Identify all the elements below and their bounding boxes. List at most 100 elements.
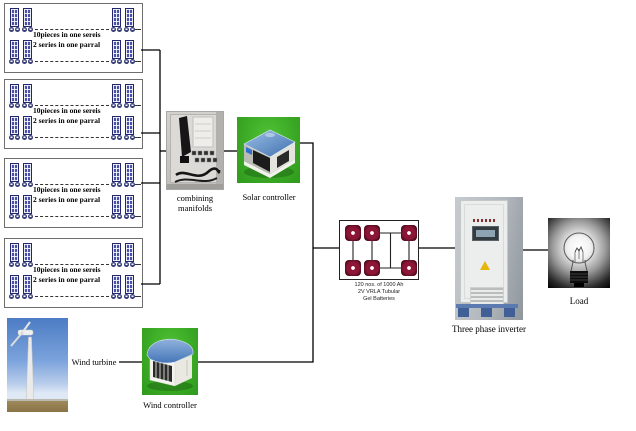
breaker-unit: [192, 116, 214, 148]
solar-panel-icon: [111, 116, 122, 140]
inverter-cabinet: [460, 200, 508, 306]
solar-controller-photo: [237, 117, 300, 183]
solar-panel-group: [111, 195, 135, 219]
inverter-display: [472, 226, 499, 241]
solar-panel-icon: [9, 195, 20, 219]
combiner-shadow: [167, 184, 223, 189]
solar-panel-group: [9, 275, 33, 299]
combiner-label: combining manifolds: [176, 193, 214, 213]
solar-panel-group: [9, 116, 33, 140]
dashed-connector: [135, 61, 141, 62]
dashed-connector: [135, 296, 141, 297]
solar-panel-icon: [124, 243, 135, 267]
solar-panel-icon: [124, 84, 135, 108]
solar-array-label-line2: 2 series in one parral: [33, 40, 101, 49]
solar-panel-icon: [111, 163, 122, 187]
wind-controller-vent: [153, 361, 172, 382]
solar-array-label-line2: 2 series in one parral: [33, 275, 101, 284]
dashed-connector: [35, 105, 109, 106]
solar-array-label: 10pieces in one sereis 2 series in one p…: [33, 185, 101, 205]
solar-array-label-line2: 2 series in one parral: [33, 195, 101, 204]
solar-array-label-line1: 10pieces in one sereis: [33, 30, 101, 39]
solar-panel-icon: [9, 163, 20, 187]
dashed-connector: [135, 105, 141, 106]
solar-panel-icon: [22, 195, 33, 219]
dashed-connector: [135, 216, 141, 217]
solar-panel-icon: [9, 116, 20, 140]
combining-manifolds-photo: [166, 111, 224, 190]
battery-spec-label: 120 nos. of 1000 Ah 2V VRLA Tubular Gel …: [354, 282, 404, 302]
load-label: Load: [569, 296, 589, 306]
three-phase-inverter-photo: [455, 197, 523, 320]
dashed-connector: [135, 264, 141, 265]
battery-icon: [345, 225, 361, 241]
solar-panel-icon: [9, 243, 20, 267]
wind-turbine-label: Wind turbine: [71, 357, 117, 367]
solar-panel-icon: [9, 40, 20, 64]
solar-panel-icon: [111, 275, 122, 299]
device-shadow: [147, 381, 193, 391]
pallet-leg: [504, 308, 515, 317]
solar-panel-icon: [111, 40, 122, 64]
dashed-connector: [35, 61, 109, 62]
wind-controller-label: Wind controller: [143, 400, 197, 410]
dashed-connector: [35, 216, 109, 217]
pallet-plank: [456, 304, 518, 308]
dashed-connector: [35, 264, 109, 265]
dashed-connector: [135, 29, 141, 30]
solar-panel-group: [111, 243, 135, 267]
solar-panel-icon: [9, 8, 20, 32]
solar-panel-icon: [22, 116, 33, 140]
array-branch-lines: [141, 49, 160, 285]
solar-panel-group: [111, 84, 135, 108]
solar-panel-group: [9, 243, 33, 267]
wind-controller-side: [175, 355, 192, 386]
solar-controller-label: Solar controller: [242, 192, 296, 202]
dashed-connector: [35, 137, 109, 138]
solar-panel-icon: [124, 40, 135, 64]
solar-panel-group: [111, 40, 135, 64]
cables: [175, 167, 221, 178]
inverter-indicators: [473, 219, 497, 222]
solar-panel-group: [9, 163, 33, 187]
solar-panel-group: [111, 163, 135, 187]
solar-array-box-1: 10pieces in one sereis 2 series in one p…: [4, 3, 143, 73]
solar-panel-icon: [22, 84, 33, 108]
isolator-handle: [179, 116, 191, 157]
solar-panel-icon: [124, 8, 135, 32]
solar-panel-group: [9, 84, 33, 108]
dashed-connector: [35, 296, 109, 297]
inverter-label: Three phase inverter: [452, 324, 526, 334]
solar-array-label-line1: 10pieces in one sereis: [33, 265, 101, 274]
turbine-ground: [7, 399, 68, 412]
solar-array-label-line1: 10pieces in one sereis: [33, 185, 101, 194]
solar-panel-group: [111, 8, 135, 32]
dashed-connector: [35, 29, 109, 30]
turbine-hub: [20, 331, 24, 335]
battery-icon: [401, 260, 417, 276]
solar-panel-icon: [124, 163, 135, 187]
turbine-tower: [25, 336, 35, 405]
battery-icon: [364, 260, 380, 276]
battery-wiring: [352, 232, 410, 269]
solar-panel-group: [9, 195, 33, 219]
load-photo: [548, 218, 610, 288]
solar-array-label: 10pieces in one sereis 2 series in one p…: [33, 30, 101, 50]
wind-controller-lid: [146, 338, 194, 364]
battery-icon: [364, 225, 380, 241]
solar-panel-icon: [111, 84, 122, 108]
solar-array-box-4: 10pieces in one sereis 2 series in one p…: [4, 238, 143, 308]
terminal-blocks: [191, 150, 218, 163]
battery-icon: [401, 225, 417, 241]
solar-panel-icon: [22, 275, 33, 299]
dashed-connector: [35, 184, 109, 185]
dashed-connector: [135, 184, 141, 185]
solar-panel-icon: [9, 84, 20, 108]
solar-panel-icon: [111, 195, 122, 219]
solar-panel-group: [111, 275, 135, 299]
solar-panel-group: [111, 116, 135, 140]
solar-array-label-line1: 10pieces in one sereis: [33, 106, 101, 115]
solar-panel-icon: [111, 243, 122, 267]
solar-panel-icon: [9, 275, 20, 299]
